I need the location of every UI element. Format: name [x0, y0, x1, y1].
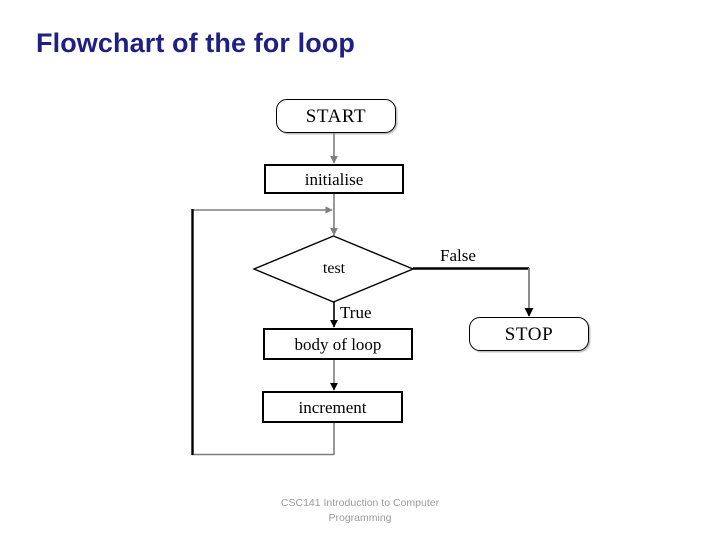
page-title: Flowchart of the for loop — [36, 28, 355, 58]
flow-node-increment[interactable]: increment — [262, 391, 403, 423]
slide-footer: CSC141 Introduction to Computer Programm… — [0, 496, 720, 526]
flow-node-initialise-label: initialise — [304, 169, 364, 189]
edge-label-true: True — [340, 303, 372, 322]
flow-node-test-label: test — [322, 260, 346, 277]
edge-label-false: False — [440, 246, 476, 265]
flow-node-start-label: START — [305, 105, 367, 127]
flow-node-start[interactable]: START — [276, 99, 396, 133]
footer-line-2: Programming — [328, 512, 392, 524]
flow-node-body-of-loop-label: body of loop — [294, 334, 382, 354]
flow-node-stop-label: STOP — [504, 323, 554, 345]
flow-node-stop[interactable]: STOP — [469, 317, 589, 351]
flow-node-initialise[interactable]: initialise — [264, 164, 404, 194]
flow-node-increment-label: increment — [298, 397, 367, 417]
flow-node-body-of-loop[interactable]: body of loop — [263, 328, 413, 360]
footer-line-1: CSC141 Introduction to Computer — [280, 497, 440, 509]
